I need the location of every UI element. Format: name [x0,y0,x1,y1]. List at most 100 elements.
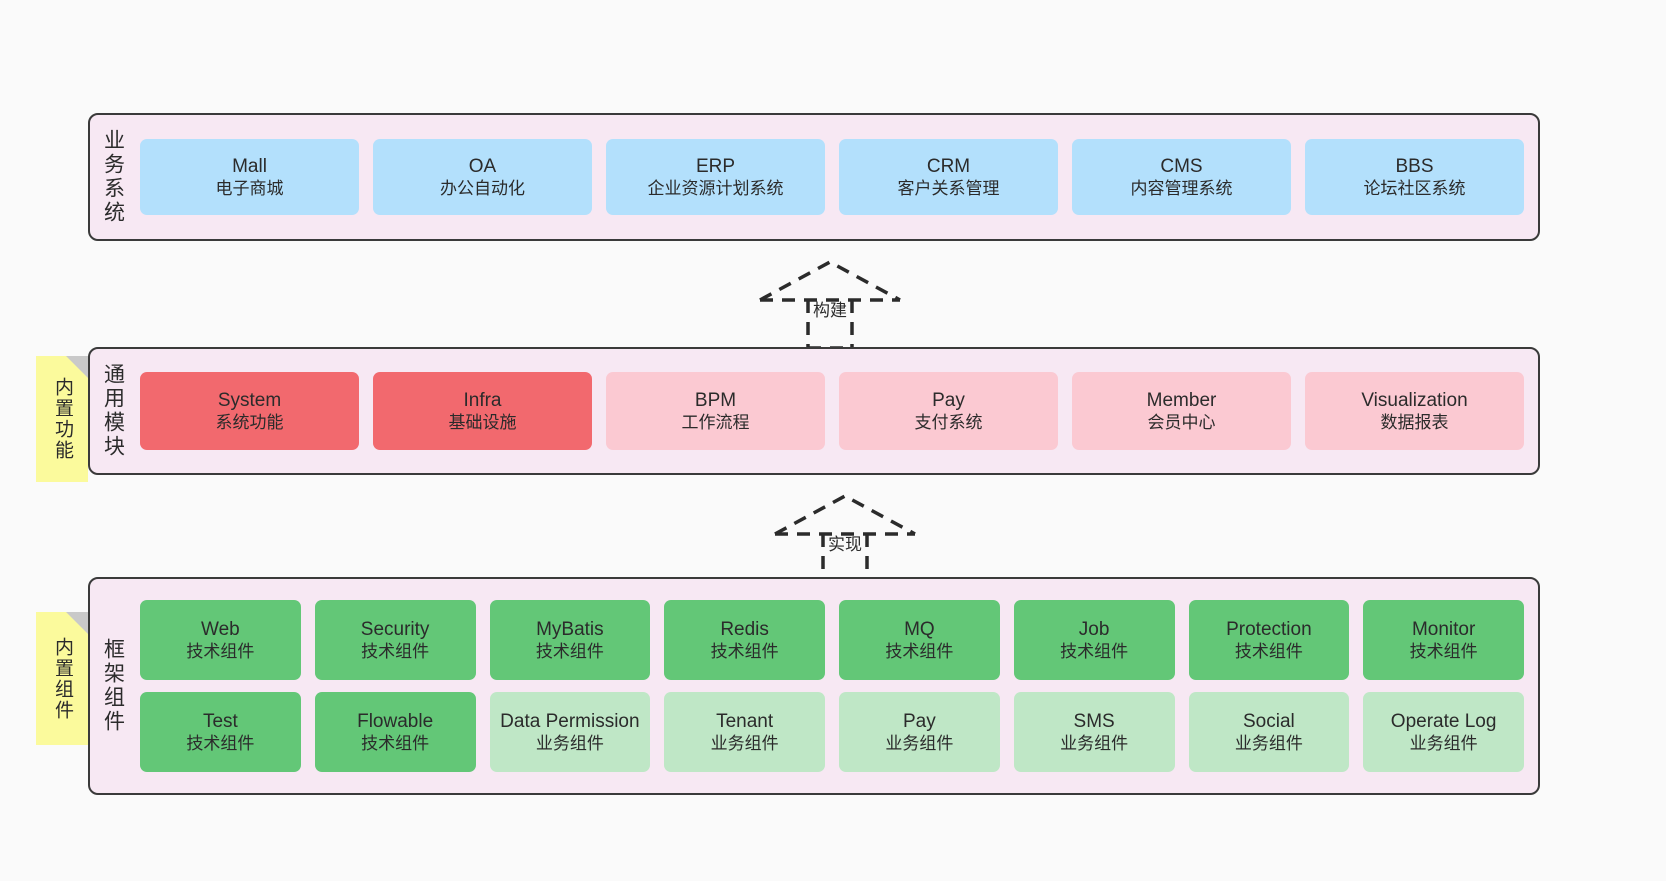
node-subtitle: 论坛社区系统 [1363,179,1466,199]
node-mybatis[interactable]: MyBatis 技术组件 [489,600,651,680]
layer-body-business-system: Mall 电子商城 OA 办公自动化 ERP 企业资源计划系统 CRM 客户关系… [136,115,1538,239]
node-title: Flowable [357,710,434,732]
node-job[interactable]: Job 技术组件 [1013,600,1175,680]
sticky-note-label: 内置功能 [51,377,73,461]
node-row: Web 技术组件 Security 技术组件 MyBatis 技术组件 Redi… [140,600,1524,680]
node-title: Data Permission [500,710,640,732]
node-bbs[interactable]: BBS 论坛社区系统 [1305,139,1524,215]
layer-body-common-module: System 系统功能 Infra 基础设施 BPM 工作流程 Pay 支付系统… [136,349,1538,473]
node-subtitle: 技术组件 [535,642,604,662]
sticky-note-builtin-function: 内置功能 [36,356,88,482]
node-subtitle: 业务组件 [710,734,779,754]
node-subtitle: 基础设施 [448,413,517,433]
node-crm[interactable]: CRM 客户关系管理 [839,139,1058,215]
node-oa[interactable]: OA 办公自动化 [373,139,592,215]
node-subtitle: 技术组件 [885,642,954,662]
node-title: Redis [720,618,769,640]
node-subtitle: 业务组件 [885,734,954,754]
node-web[interactable]: Web 技术组件 [140,600,301,680]
node-title: CRM [926,155,971,177]
node-title: Social [1243,710,1295,732]
node-title: Protection [1226,618,1312,640]
node-subtitle: 业务组件 [1409,734,1478,754]
node-subtitle: 技术组件 [1234,642,1303,662]
node-subtitle: 技术组件 [1409,642,1478,662]
node-security[interactable]: Security 技术组件 [314,600,476,680]
node-subtitle: 会员中心 [1147,413,1216,433]
node-row: System 系统功能 Infra 基础设施 BPM 工作流程 Pay 支付系统… [140,372,1524,450]
node-title: SMS [1073,710,1115,732]
node-subtitle: 内容管理系统 [1130,179,1233,199]
node-subtitle: 办公自动化 [440,179,525,199]
connector-label: 实现 [828,535,862,554]
node-infra[interactable]: Infra 基础设施 [373,372,592,450]
node-title: Tenant [716,710,774,732]
node-title: MQ [904,618,935,640]
node-pay-business[interactable]: Pay 业务组件 [839,692,1000,772]
node-protection[interactable]: Protection 技术组件 [1188,600,1350,680]
node-title: ERP [695,155,736,177]
node-row: Mall 电子商城 OA 办公自动化 ERP 企业资源计划系统 CRM 客户关系… [140,139,1524,215]
sticky-note-label: 内置组件 [51,636,73,721]
sticky-note-builtin-component: 内置组件 [36,612,88,745]
node-title: MyBatis [536,618,604,640]
node-title: Member [1146,389,1217,411]
node-test[interactable]: Test 技术组件 [140,692,301,772]
node-title: Pay [903,710,936,732]
node-data-permission[interactable]: Data Permission 业务组件 [489,692,651,772]
node-sms[interactable]: SMS 业务组件 [1013,692,1175,772]
connector-build: 构建 [740,252,920,352]
node-subtitle: 技术组件 [361,734,430,754]
node-title: CMS [1160,155,1203,177]
node-title: Mall [232,155,267,177]
node-title: BBS [1395,155,1434,177]
node-visualization[interactable]: Visualization 数据报表 [1305,372,1524,450]
layer-body-framework-component: Web 技术组件 Security 技术组件 MyBatis 技术组件 Redi… [136,579,1538,793]
node-bpm[interactable]: BPM 工作流程 [606,372,825,450]
connector-label: 构建 [813,301,847,320]
node-flowable[interactable]: Flowable 技术组件 [314,692,476,772]
node-subtitle: 数据报表 [1380,413,1449,433]
node-row: Test 技术组件 Flowable 技术组件 Data Permission … [140,692,1524,772]
node-tenant[interactable]: Tenant 业务组件 [664,692,825,772]
node-title: Test [202,710,238,732]
node-mall[interactable]: Mall 电子商城 [140,139,359,215]
node-redis[interactable]: Redis 技术组件 [664,600,825,680]
node-subtitle: 工作流程 [681,413,750,433]
node-subtitle: 技术组件 [186,734,255,754]
node-operate-log[interactable]: Operate Log 业务组件 [1363,692,1524,772]
node-social[interactable]: Social 业务组件 [1188,692,1350,772]
node-title: Operate Log [1390,710,1497,732]
node-subtitle: 客户关系管理 [897,179,1000,199]
node-erp[interactable]: ERP 企业资源计划系统 [606,139,825,215]
node-subtitle: 业务组件 [1060,734,1129,754]
layer-framework-component: 框架组件 Web 技术组件 Security 技术组件 MyBatis 技术组件… [88,577,1540,795]
node-subtitle: 业务组件 [535,734,604,754]
connector-implement: 实现 [755,486,935,586]
node-title: Visualization [1361,389,1468,411]
layer-title-framework-component: 框架组件 [101,638,125,734]
node-mq[interactable]: MQ 技术组件 [839,600,1000,680]
node-monitor[interactable]: Monitor 技术组件 [1363,600,1524,680]
node-subtitle: 企业资源计划系统 [647,179,784,199]
node-subtitle: 技术组件 [186,642,255,662]
node-subtitle: 支付系统 [914,413,983,433]
node-title: Job [1078,618,1110,640]
node-title: Pay [932,389,965,411]
node-subtitle: 系统功能 [215,413,284,433]
node-title: Security [360,618,430,640]
node-subtitle: 电子商城 [215,179,284,199]
node-title: OA [468,155,497,177]
node-subtitle: 技术组件 [710,642,779,662]
node-system[interactable]: System 系统功能 [140,372,359,450]
node-subtitle: 业务组件 [1234,734,1303,754]
layer-title-business-system: 业务系统 [101,129,125,225]
node-title: System [217,389,282,411]
node-subtitle: 技术组件 [1060,642,1129,662]
node-title: Monitor [1411,618,1476,640]
node-subtitle: 技术组件 [361,642,430,662]
node-title: BPM [694,389,737,411]
node-cms[interactable]: CMS 内容管理系统 [1072,139,1291,215]
node-pay[interactable]: Pay 支付系统 [839,372,1058,450]
node-member[interactable]: Member 会员中心 [1072,372,1291,450]
